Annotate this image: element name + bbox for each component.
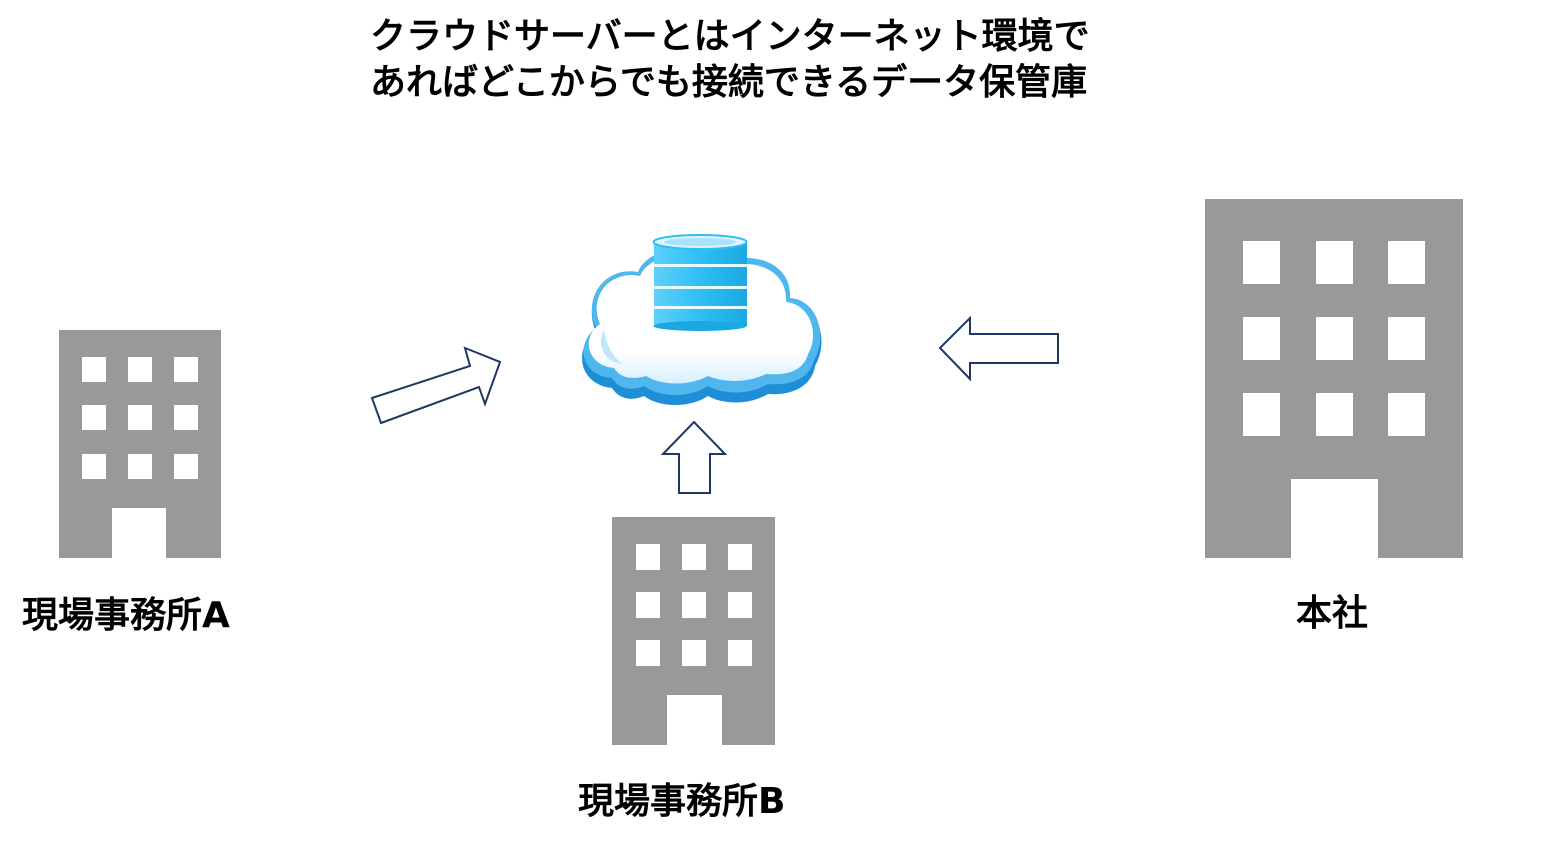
- building-headquarters-icon: [1205, 199, 1463, 558]
- diagram-title: クラウドサーバーとはインターネット環境で あればどこからでも接続できるデータ保管…: [370, 14, 1090, 106]
- arrow-office-a-to-cloud-icon: [370, 346, 502, 425]
- arrow-headquarters-to-cloud-icon: [938, 315, 1059, 382]
- building-office-b-icon: [612, 517, 775, 745]
- arrow-office-b-to-cloud-icon: [660, 420, 728, 494]
- building-office-a-icon: [59, 330, 221, 558]
- label-headquarters: 本社: [1296, 593, 1369, 634]
- title-line-1: クラウドサーバーとはインターネット環境で: [370, 16, 1090, 57]
- label-office-b: 現場事務所B: [578, 781, 786, 822]
- title-line-2: あればどこからでも接続できるデータ保管庫: [370, 62, 1088, 103]
- label-office-a: 現場事務所A: [22, 595, 230, 636]
- cloud-database-icon: [582, 234, 822, 405]
